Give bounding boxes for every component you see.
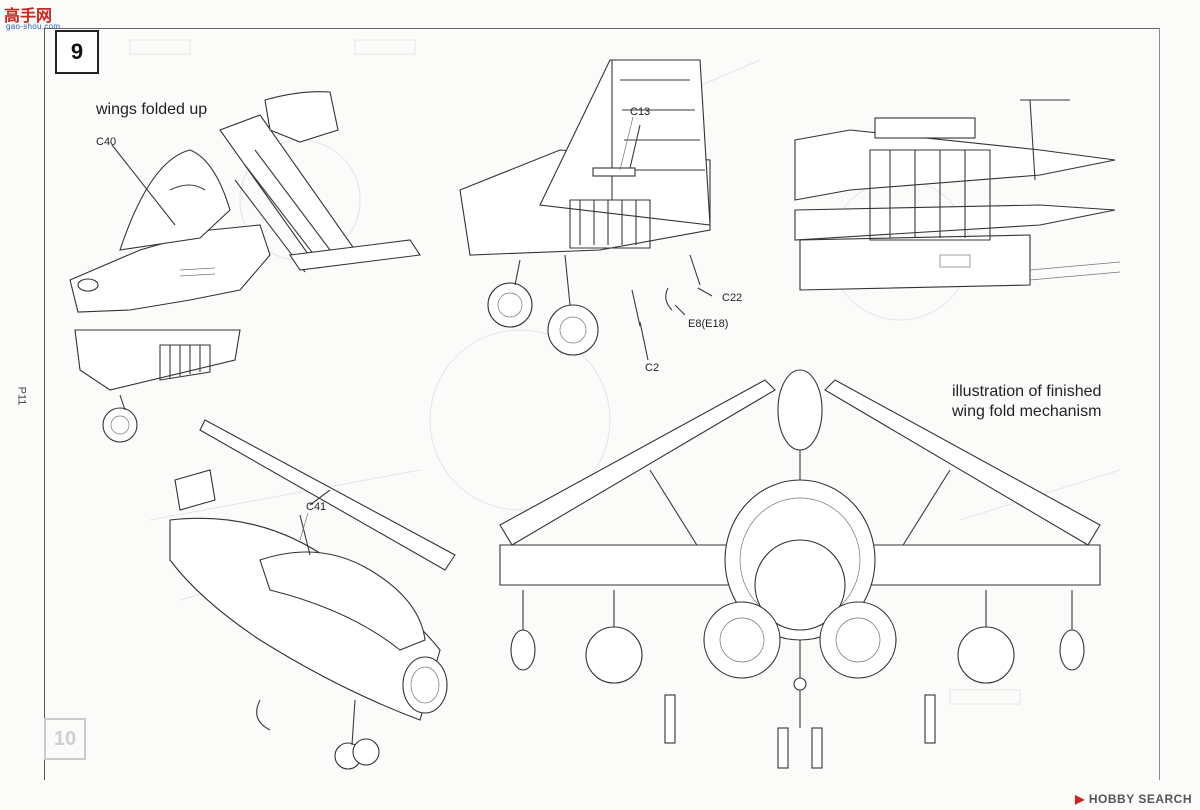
part-label-e8: E8(E18) (688, 318, 729, 330)
caption-finished-line-1: illustration of finished (952, 383, 1102, 400)
caption-finished-line-2: wing fold mechanism (952, 403, 1102, 420)
site-logo: 高手网 (4, 8, 53, 25)
part-label-c13: C13 (630, 106, 651, 118)
part-label-c22: C22 (722, 292, 743, 304)
frame-top-border (44, 28, 1160, 29)
head-on-view (499, 369, 1101, 769)
hobby-search-logo-icon: ▶ (1075, 792, 1085, 806)
front-quarter-view (169, 419, 456, 770)
step-number: 9 (70, 39, 84, 64)
site-logo-url: gao-shou.com (6, 22, 61, 31)
part-label-c40: C40 (96, 136, 117, 148)
caption-wings-folded: wings folded up (96, 101, 208, 118)
next-step-ghost-number: 10 (53, 727, 77, 750)
step-number-box: 9 (55, 30, 99, 74)
wings-folded-view (69, 91, 421, 443)
next-step-ghost-box: 10 (44, 718, 86, 760)
callout-leaders (299, 116, 634, 541)
part-label-c41: C41 (306, 501, 327, 513)
wing-fold-detail-view (459, 59, 713, 361)
hobby-search-text: HOBBY SEARCH (1088, 792, 1192, 806)
caption-finished-mechanism: illustration of finished wing fold mecha… (952, 382, 1101, 422)
frame-right-border (1159, 28, 1160, 780)
hobby-search-watermark: ▶HOBBY SEARCH (1075, 792, 1192, 806)
hinge-closeup-view (794, 99, 1121, 291)
part-label-c2: C2 (645, 362, 660, 374)
frame-left-border (44, 28, 45, 780)
